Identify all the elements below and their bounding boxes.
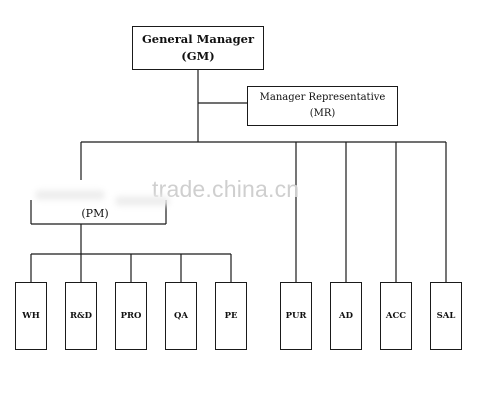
manager-representative-box: Manager Representative (MR) [247,86,398,126]
department-box-qa: QA [165,282,197,350]
department-box-pro: PRO [115,282,147,350]
department-box-ad: AD [330,282,362,350]
general-manager-box: General Manager (GM) [132,26,264,70]
manager-representative-title: Manager Representative [259,92,386,103]
watermark: trade.china.cn [152,176,300,202]
blurred-label-left [35,190,105,200]
blurred-label-right [115,196,170,206]
production-manager-abbr: (PM) [81,207,109,220]
manager-representative-abbr: (MR) [309,108,336,119]
department-box-wh: WH [15,282,47,350]
department-box-pe: PE [215,282,247,350]
general-manager-title: General Manager [141,32,255,46]
department-box-acc: ACC [380,282,412,350]
department-box-pur: PUR [280,282,312,350]
general-manager-abbr: (GM) [181,49,215,63]
department-box-rd: R&D [65,282,97,350]
department-box-sal: SAL [430,282,462,350]
